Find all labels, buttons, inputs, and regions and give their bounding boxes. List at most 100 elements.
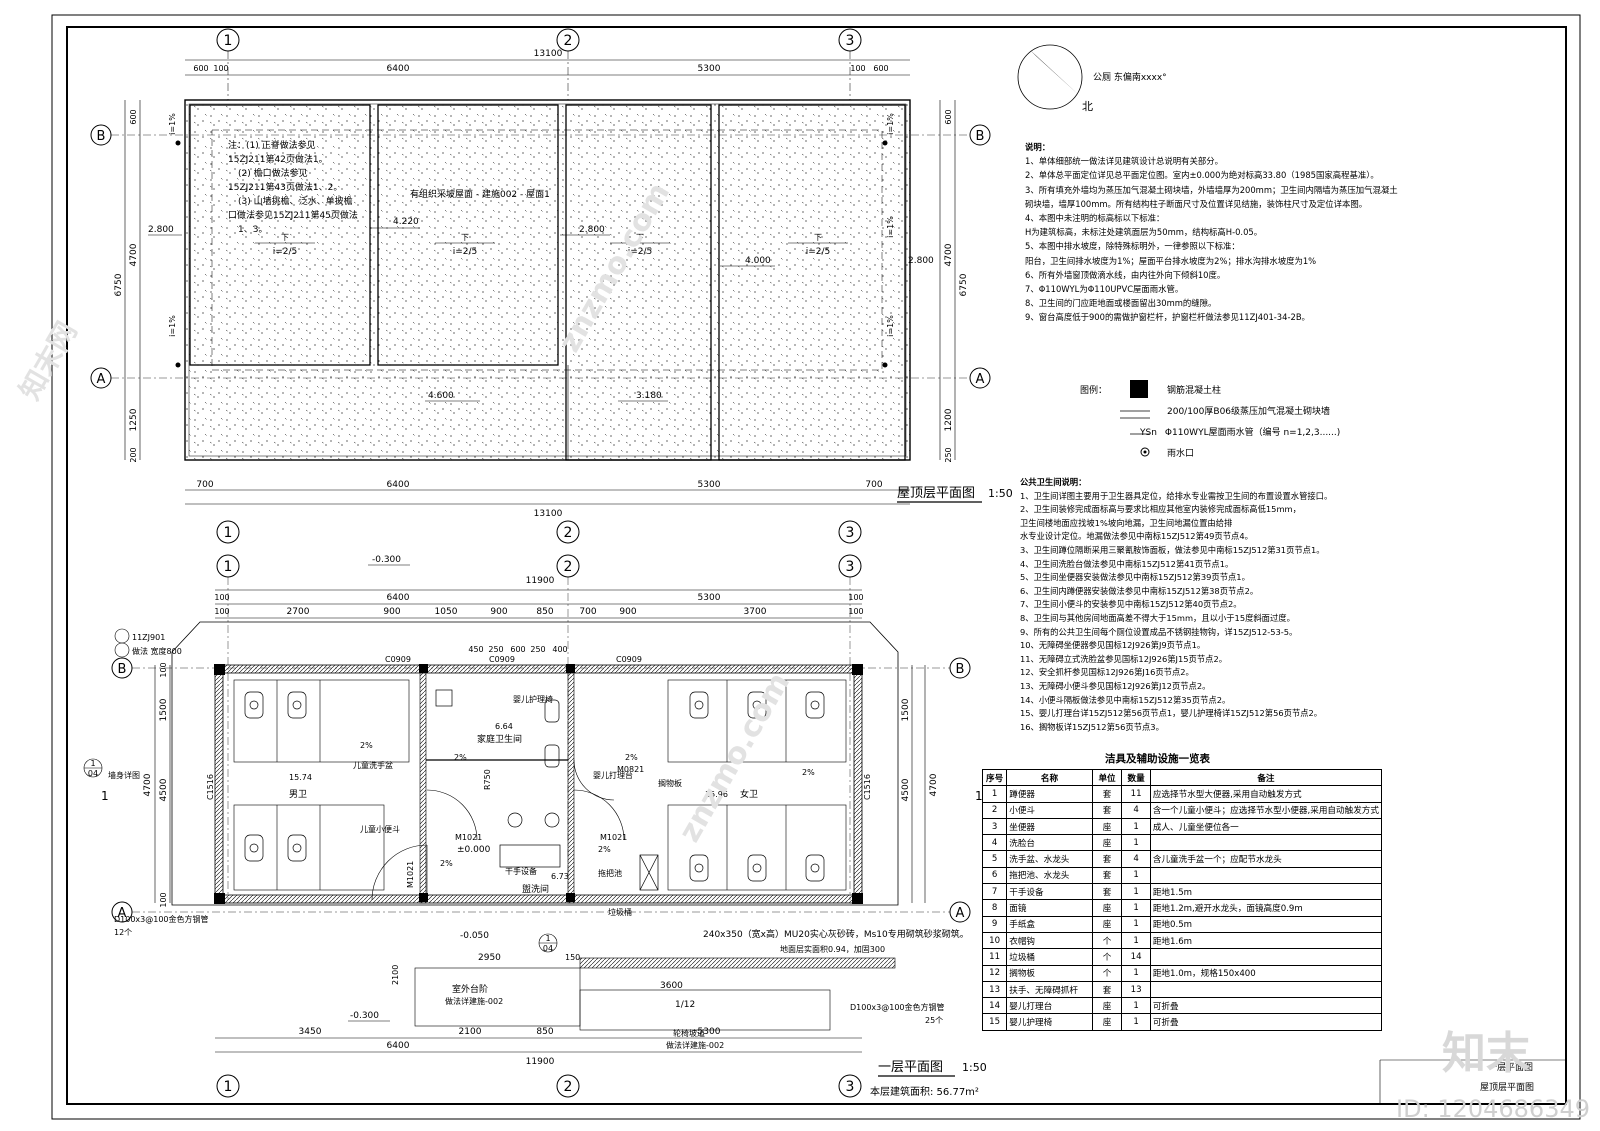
table-cell: 婴儿打理台 bbox=[1006, 997, 1093, 1015]
svg-text:250: 250 bbox=[488, 645, 503, 654]
svg-text:150: 150 bbox=[565, 953, 580, 962]
table-cell: 可折叠 bbox=[1149, 997, 1383, 1015]
svg-text:2: 2 bbox=[564, 33, 573, 49]
svg-text:900: 900 bbox=[490, 607, 507, 617]
col-header: 单位 bbox=[1091, 768, 1123, 787]
svg-text:13100: 13100 bbox=[534, 509, 563, 519]
svg-text:B: B bbox=[118, 662, 127, 677]
svg-text:4700: 4700 bbox=[929, 773, 939, 796]
svg-text:15ZJ211第43页做法1、2。: 15ZJ211第43页做法1、2。 bbox=[228, 181, 342, 193]
svg-text:11ZJ901: 11ZJ901 bbox=[132, 633, 165, 642]
table-cell: 1 bbox=[981, 785, 1008, 803]
table-cell: 1 bbox=[1121, 817, 1151, 836]
note-line: 砌块墙，墙厚100mm。所有结构柱子断面尺寸及位置详见结施，装饰柱尺寸及定位详本… bbox=[1025, 198, 1368, 209]
svg-text:900: 900 bbox=[383, 607, 400, 617]
svg-text:3600: 3600 bbox=[660, 981, 683, 991]
svg-text:儿童小便斗: 儿童小便斗 bbox=[360, 824, 400, 834]
table-cell: 9 bbox=[981, 915, 1008, 933]
north-arrow: 北 公厕 东偏南xxxx° bbox=[1017, 44, 1167, 113]
svg-text:2%: 2% bbox=[802, 768, 815, 777]
svg-text:2: 2 bbox=[564, 525, 573, 541]
svg-text:2.800: 2.800 bbox=[579, 225, 605, 235]
pub-note-line: 7、卫生间小便斗的安装参见中南标15ZJ512第40页节点2。 bbox=[1020, 599, 1242, 610]
svg-text:做法详建施-002: 做法详建施-002 bbox=[666, 1040, 724, 1050]
roof-center-note: 有组织采坡屋面 - 建施002 - 屋面1 bbox=[410, 188, 550, 200]
svg-text:4500: 4500 bbox=[159, 778, 169, 801]
roof-dims-right: 6750 600 4700 1200 250 bbox=[939, 100, 969, 463]
svg-text:婴儿护理椅: 婴儿护理椅 bbox=[513, 694, 553, 704]
svg-text:850: 850 bbox=[536, 1027, 553, 1037]
pub-note-line: 11、无障碍立式洗脸盆参见国标12J926第J15页节点2。 bbox=[1020, 653, 1228, 664]
svg-text:-0.050: -0.050 bbox=[460, 931, 489, 941]
svg-text:C0909: C0909 bbox=[616, 655, 642, 664]
svg-text:4500: 4500 bbox=[901, 778, 911, 801]
svg-text:1: 1 bbox=[224, 1079, 233, 1095]
table-cell: 15 bbox=[981, 1013, 1008, 1031]
note-line: 1、单体细部统一做法详见建筑设计总说明有关部分。 bbox=[1025, 156, 1223, 167]
table-cell: 6 bbox=[981, 866, 1008, 885]
svg-text:C0909: C0909 bbox=[385, 655, 411, 664]
svg-text:下: 下 bbox=[814, 233, 822, 242]
svg-text:5300: 5300 bbox=[698, 593, 721, 603]
table-cell: 坐便器 bbox=[1006, 817, 1093, 836]
ground-plan: 1 2 3 -0.300 11900 100 6400 5300 100 100… bbox=[83, 554, 987, 1098]
toilet-fixtures bbox=[244, 689, 825, 891]
pub-note-line: 5、卫生间坐便器安装做法参见中南标15ZJ512第39页节点1。 bbox=[1020, 572, 1250, 583]
table-cell: 座 bbox=[1091, 915, 1123, 933]
fixture-table-title: 洁具及辅助设施一览表 bbox=[1105, 753, 1210, 765]
pub-note-line: 13、无障碍小便斗参见国标12J926第J12页节点2。 bbox=[1020, 680, 1211, 691]
svg-text:100: 100 bbox=[848, 593, 863, 602]
svg-text:15ZJ211第42页做法1。: 15ZJ211第42页做法1。 bbox=[228, 153, 328, 165]
svg-text:11900: 11900 bbox=[526, 1057, 555, 1067]
ground-eave bbox=[171, 621, 899, 906]
svg-text:700: 700 bbox=[865, 480, 882, 490]
svg-text:600: 600 bbox=[944, 109, 953, 124]
svg-text:做法 宽度800: 做法 宽度800 bbox=[132, 646, 182, 656]
svg-text:1500: 1500 bbox=[901, 698, 911, 721]
table-cell: 1 bbox=[1121, 899, 1151, 917]
table-cell: 座 bbox=[1091, 834, 1123, 852]
table-cell: 干手设备 bbox=[1006, 883, 1093, 901]
detail-ref: 11ZJ901 做法 宽度800 1 04 墙身详图 1 1 bbox=[83, 628, 983, 803]
pub-note-line: 3、卫生间蹲位隔断采用三聚氰胺饰面板，做法参见中南标15ZJ512第31页节点1… bbox=[1020, 544, 1325, 555]
svg-text:1/12: 1/12 bbox=[675, 1000, 695, 1010]
svg-text:700: 700 bbox=[196, 480, 213, 490]
table-cell: 2 bbox=[981, 801, 1008, 819]
table-cell: 套 bbox=[1091, 785, 1123, 803]
table-cell: 11 bbox=[981, 948, 1008, 966]
table-cell: 1 bbox=[1121, 866, 1151, 885]
svg-text:C1516: C1516 bbox=[863, 774, 872, 800]
table-cell bbox=[1149, 948, 1383, 966]
svg-text:1200: 1200 bbox=[944, 408, 954, 431]
general-notes: 说明： 1、单体细部统一做法详见建筑设计总说明有关部分。 2、单体总平面定位详见… bbox=[1025, 140, 1398, 325]
svg-text:100: 100 bbox=[159, 892, 168, 907]
svg-text:850: 850 bbox=[536, 607, 553, 617]
table-cell bbox=[1149, 980, 1383, 999]
svg-text:2.800: 2.800 bbox=[148, 225, 174, 235]
watermark-id: ID: 1204686349 bbox=[1396, 1095, 1590, 1123]
roof-plan: 1 2 3 13100 600 100 6400 5300 100 600 B … bbox=[90, 28, 1013, 544]
table-cell: 含儿童洗手盆一个；应配节水龙头 bbox=[1149, 850, 1383, 868]
table-cell: 8 bbox=[981, 899, 1008, 917]
table-cell: 个 bbox=[1091, 931, 1123, 950]
note-line: 3、所有填充外墙均为蒸压加气混凝土砌块墙，外墙墙厚为200mm；卫生间内隔墙为蒸… bbox=[1025, 184, 1398, 195]
svg-text:6750: 6750 bbox=[959, 273, 969, 296]
svg-text:400: 400 bbox=[552, 645, 567, 654]
table-cell: 成人、儿童坐便位各一 bbox=[1149, 817, 1383, 836]
svg-text:600: 600 bbox=[193, 64, 208, 73]
svg-text:C1516: C1516 bbox=[206, 774, 215, 800]
table-cell: 5 bbox=[981, 850, 1008, 868]
table-cell: 14 bbox=[1121, 948, 1151, 966]
svg-text:1: 1 bbox=[90, 759, 95, 768]
pub-note-line: 9、所有的公共卫生间每个厕位设置成品不锈钢挂物钩，详15ZJ512-53-5。 bbox=[1020, 626, 1298, 637]
sheet-border-outer bbox=[51, 14, 1581, 1120]
table-header-row: 序号 名称 单位 数量 备注 bbox=[981, 768, 1383, 787]
table-cell: 座 bbox=[1091, 997, 1123, 1015]
